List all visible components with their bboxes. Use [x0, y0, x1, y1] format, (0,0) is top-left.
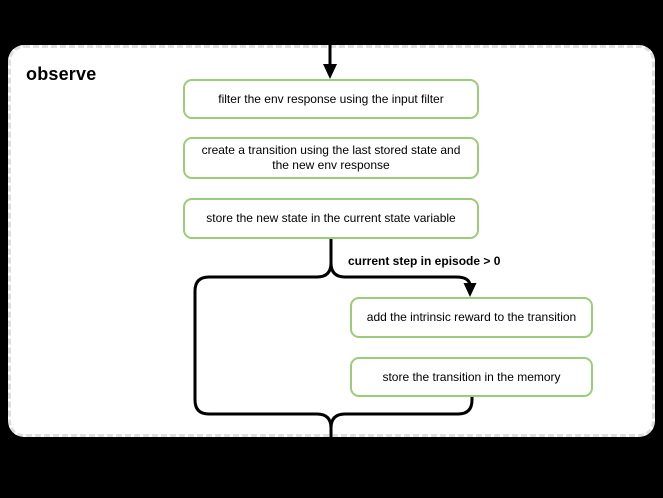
incoming-flow-arrow: [323, 6, 337, 79]
node-label: store the new state in the current state…: [206, 211, 456, 225]
group-title: observe: [26, 64, 97, 84]
condition-true-arrow: [329, 261, 477, 297]
skip-branch-connector: [193, 236, 333, 448]
node-store-transition-memory: store the transition in the memory: [350, 357, 593, 397]
arrowhead-down-icon: [463, 283, 477, 297]
arrowhead-down-icon: [323, 64, 337, 79]
node-label: add the intrinsic reward to the transiti…: [366, 310, 577, 324]
node-create-transition: create a transition using the last store…: [183, 137, 479, 179]
node-label: filter the env response using the input …: [218, 91, 444, 106]
condition-label: current step in episode > 0: [348, 254, 501, 268]
node-filter-env-response: filter the env response using the input …: [183, 79, 479, 119]
node-label: store the transition in the memory: [382, 369, 561, 384]
node-add-intrinsic-reward: add the intrinsic reward to the transiti…: [350, 297, 593, 338]
node-store-new-state: store the new state in the current state…: [183, 198, 479, 239]
node-label: create a transition using the last store…: [201, 143, 461, 172]
merge-connector: [329, 395, 474, 430]
